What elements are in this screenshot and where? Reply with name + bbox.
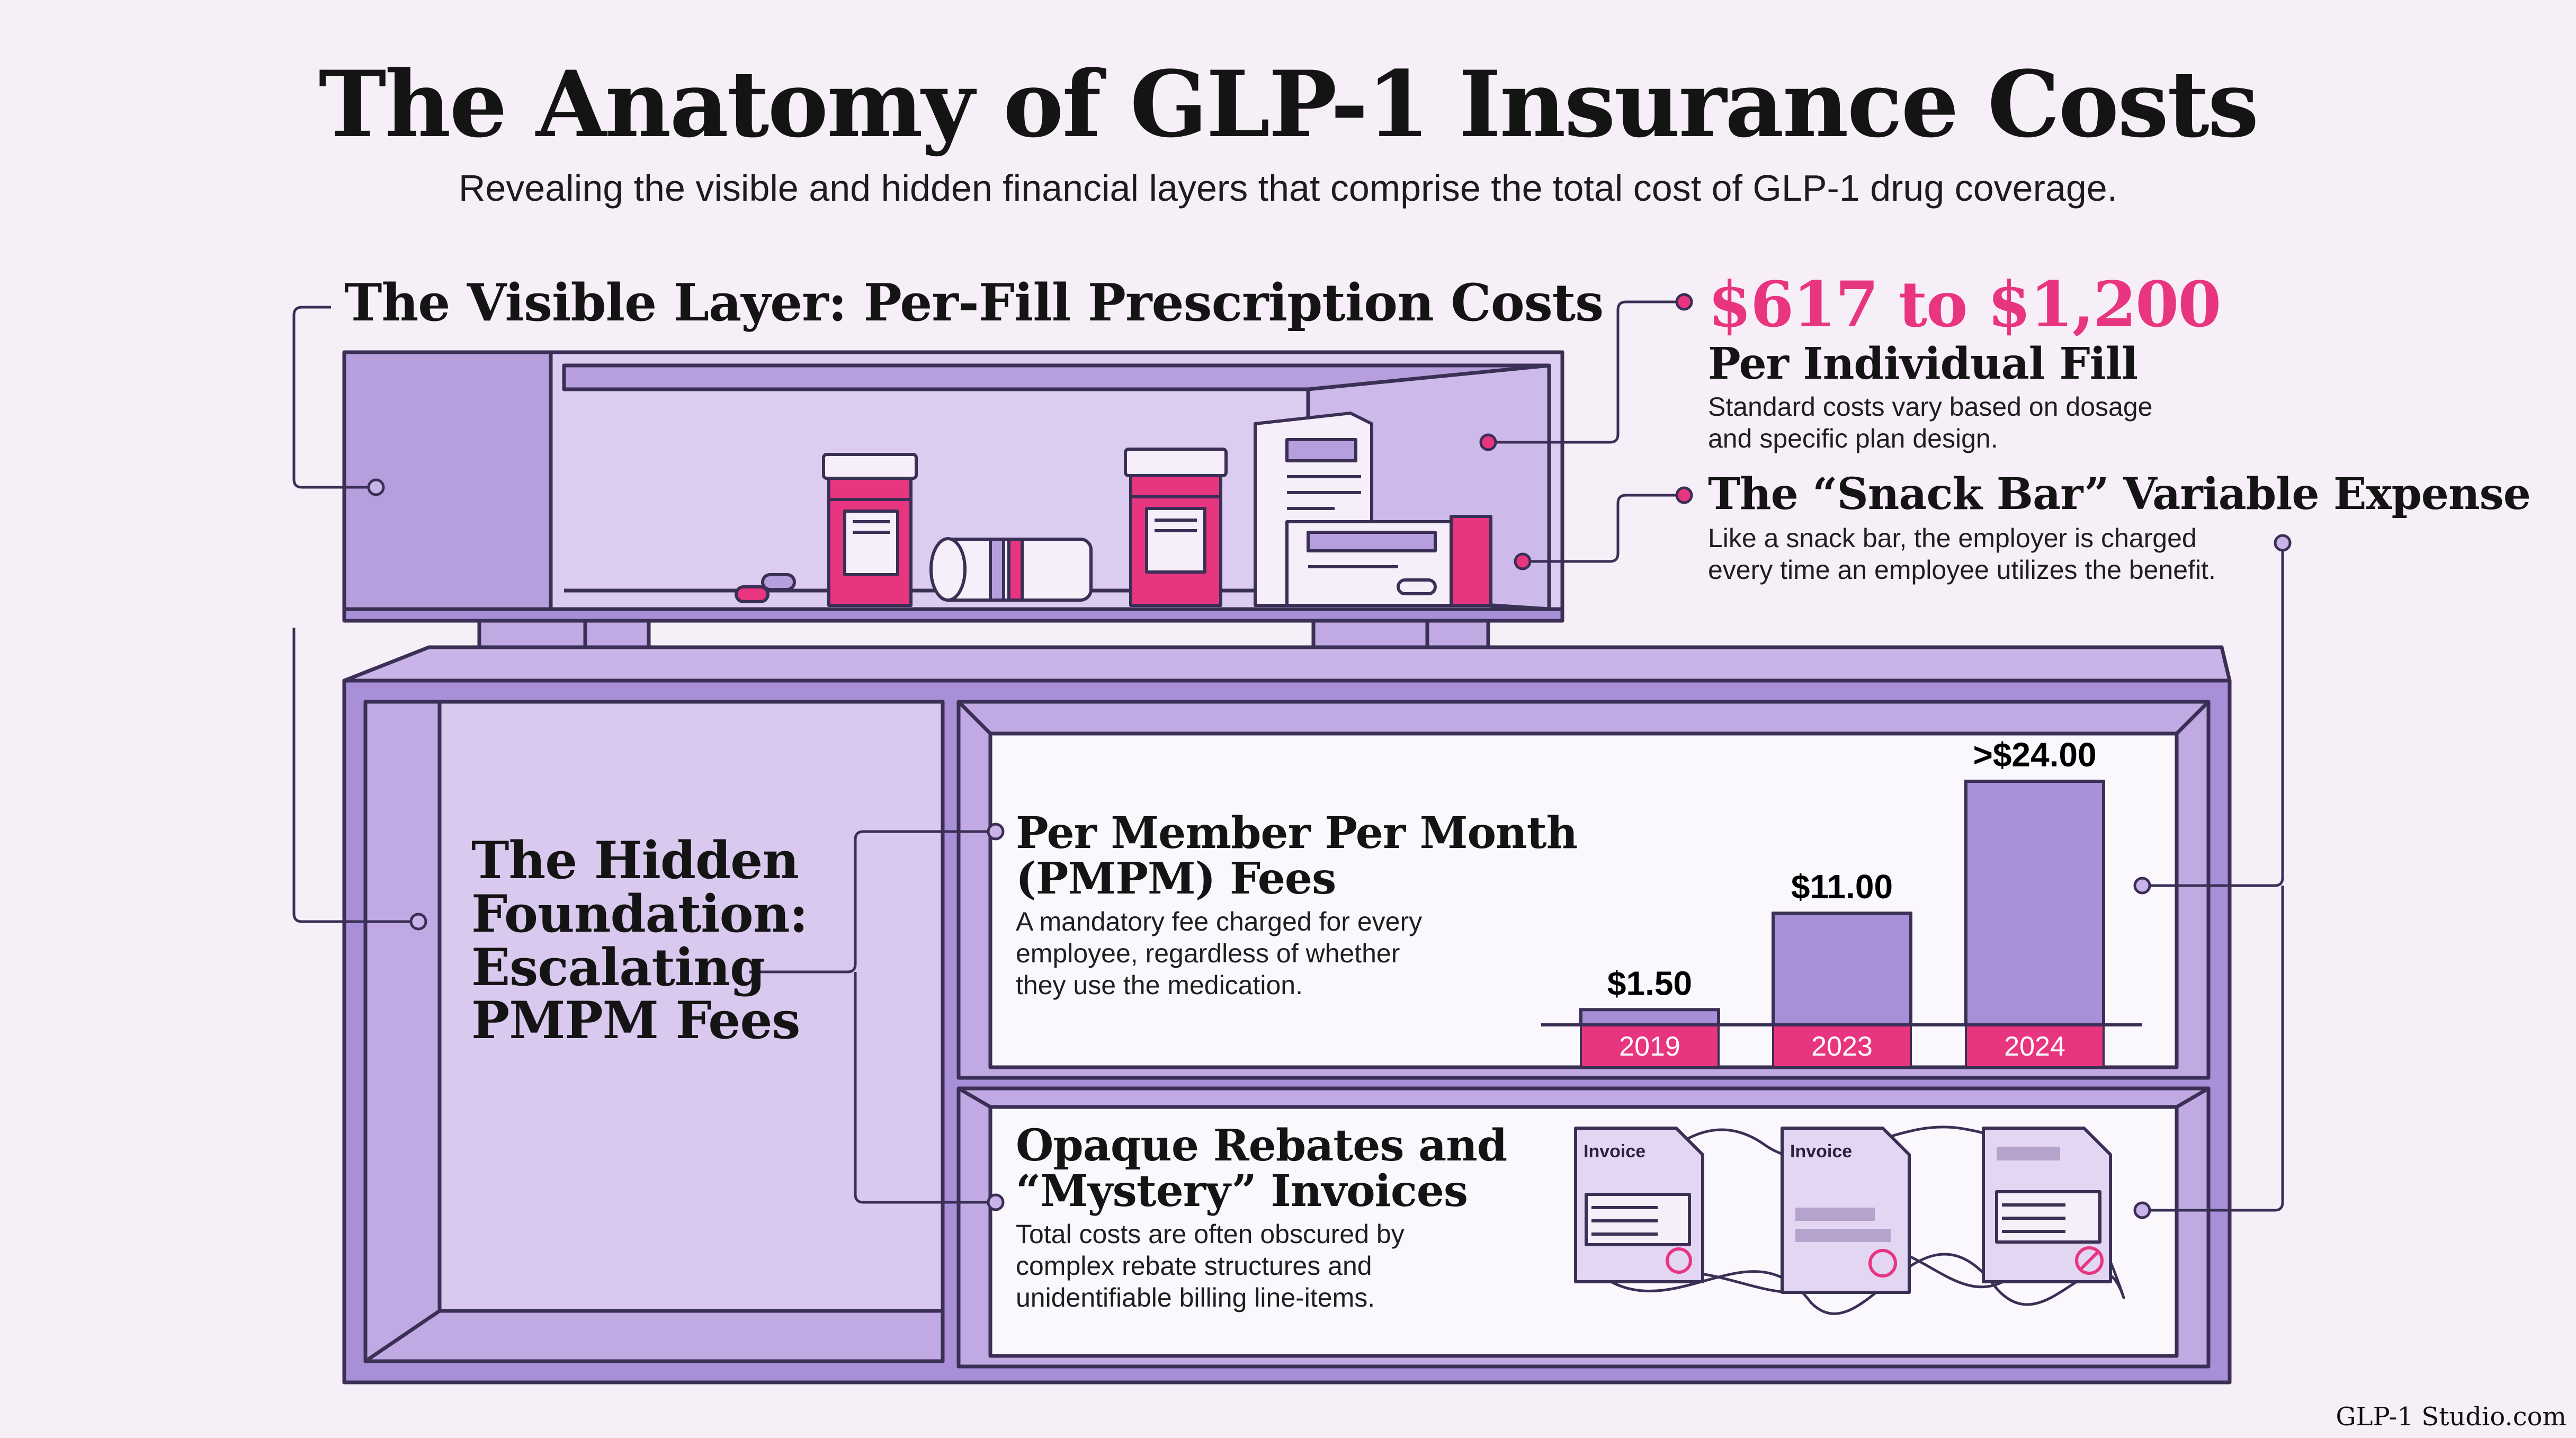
invoice-label: Invoice <box>1790 1141 1852 1162</box>
bar-value-label: $1.50 <box>1607 964 1692 1002</box>
snack-bar-label: The “Snack Bar” Variable Expense <box>1708 469 2531 520</box>
hidden-title-line: Foundation: <box>471 883 808 944</box>
rebates-heading-line1: Opaque Rebates and <box>1016 1120 1507 1171</box>
per-fill-description-line2: and specific plan design. <box>1708 424 1998 454</box>
snack-bar-description-line2: every time an employee utilizes the bene… <box>1708 555 2216 585</box>
invoice-label: Invoice <box>1584 1141 1645 1162</box>
year-label: 2023 <box>1811 1031 1873 1062</box>
pmpm-description-line1: A mandatory fee charged for every <box>1016 907 1423 937</box>
top-shelf <box>342 350 1564 668</box>
page-subtitle: Revealing the visible and hidden financi… <box>458 167 2118 209</box>
pmpm-description-line2: employee, regardless of whether <box>1016 939 1400 969</box>
pmpm-heading-line2: (PMPM) Fees <box>1016 853 1336 905</box>
pill-bottle-icon <box>1124 448 1228 607</box>
pill-bottle-icon <box>822 453 918 607</box>
rebates-description-line3: unidentifiable billing line-items. <box>1016 1283 1375 1313</box>
pmpm-bar-2019 <box>1579 1008 1720 1026</box>
hidden-title-line: PMPM Fees <box>471 990 800 1051</box>
connectors <box>292 300 2284 1212</box>
snack-bar-description-line1: Like a snack bar, the employer is charge… <box>1708 523 2197 553</box>
hidden-foundation-title: The Hidden Foundation: Escalating PMPM F… <box>471 834 808 1048</box>
hidden-title-line: Escalating <box>471 937 765 997</box>
year-label: 2024 <box>2004 1031 2065 1062</box>
pmpm-callout: Per Member Per Month (PMPM) Fees A manda… <box>1016 808 1578 1001</box>
year-label: 2019 <box>1619 1031 1680 1062</box>
site-credit: GLP-1 Studio.com <box>2336 1402 2566 1432</box>
rebates-heading-line2: “Mystery” Invoices <box>1016 1166 1468 1217</box>
pills-icon <box>735 573 796 603</box>
per-fill-description-line1: Standard costs vary based on dosage <box>1708 392 2153 422</box>
pmpm-description-line3: they use the medication. <box>1016 970 1303 1001</box>
rebates-callout: Opaque Rebates and “Mystery” Invoices To… <box>1016 1123 1507 1314</box>
tipped-bottle-icon <box>929 537 1093 602</box>
year-label-box <box>1580 1024 1720 1068</box>
per-fill-amount: $617 to $1,200 <box>1708 267 2221 341</box>
prescription-items <box>735 412 1492 607</box>
pmpm-bar-2023 <box>1772 912 1912 1026</box>
per-fill-callout: $617 to $1,200 Per Individual Fill Stand… <box>1708 267 2221 454</box>
mystery-invoices: Invoice Invoice <box>1574 1126 2125 1315</box>
invoice-icon <box>1982 1127 2112 1283</box>
bar-value-label: >$24.00 <box>1973 736 2096 774</box>
rebates-description-line1: Total costs are often obscured by <box>1016 1219 1405 1249</box>
invoice-icon: Invoice <box>1574 1127 1704 1283</box>
page-title: The Anatomy of GLP-1 Insurance Costs <box>318 50 2259 158</box>
pmpm-bar-chart: 2019 $1.50 2023 $11.00 2024 >$24.00 <box>1541 736 2142 1068</box>
pmpm-heading-line1: Per Member Per Month <box>1016 808 1578 859</box>
invoice-icon: Invoice <box>1781 1127 1911 1294</box>
bar-value-label: $11.00 <box>1791 868 1893 906</box>
snack-bar-callout: The “Snack Bar” Variable Expense Like a … <box>1708 469 2531 586</box>
pmpm-bar-2024 <box>1964 780 2105 1026</box>
visible-layer-heading: The Visible Layer: Per-Fill Prescription… <box>344 273 1604 333</box>
connector-dots <box>367 293 2292 1219</box>
hidden-title-line: The Hidden <box>471 830 799 890</box>
per-fill-label: Per Individual Fill <box>1708 338 2138 389</box>
year-label-box <box>1772 1024 1912 1068</box>
medicine-box-icon <box>1285 515 1492 607</box>
rebates-description-line2: complex rebate structures and <box>1016 1251 1372 1281</box>
